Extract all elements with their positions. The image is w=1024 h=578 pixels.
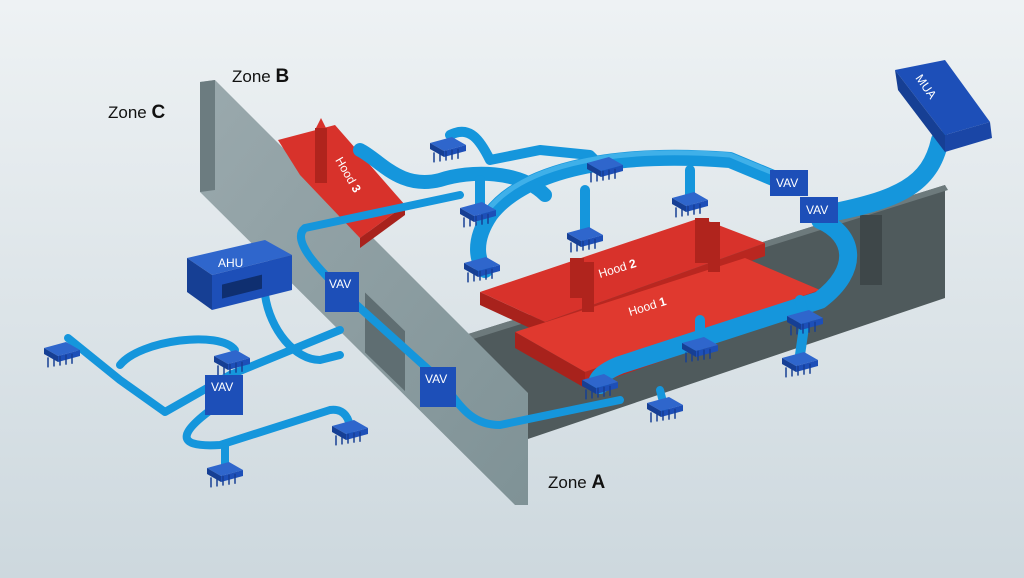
zone-a-letter: A — [591, 472, 605, 493]
zone-a-label: Zone A — [548, 472, 605, 493]
mua-unit: MUA — [895, 60, 992, 152]
diffuser-icon — [332, 420, 368, 446]
vav-label: VAV — [329, 277, 351, 291]
zone-c-prefix: Zone — [108, 103, 151, 122]
diffuser-icon — [214, 350, 250, 376]
diffuser-icon — [464, 257, 500, 283]
zone-b-label: Zone B — [232, 66, 289, 87]
diffuser-icon — [672, 192, 708, 218]
zone-c-label: Zone C — [108, 102, 165, 123]
diffuser-icon — [430, 137, 466, 163]
diffuser-icon — [582, 374, 618, 400]
hood-1-number: 1 — [657, 294, 668, 309]
vav-label: VAV — [806, 203, 828, 217]
diffuser-icon — [647, 397, 683, 423]
vav-label: VAV — [776, 176, 798, 190]
vav-box: VAV — [325, 272, 359, 312]
vav-box: VAV — [205, 375, 243, 415]
ductwork — [64, 126, 949, 474]
diffusers — [44, 137, 823, 488]
zone-a-prefix: Zone — [548, 473, 591, 492]
diffuser-icon — [44, 342, 80, 368]
hood-2-number: 2 — [627, 256, 638, 271]
vav-box: VAV — [800, 197, 838, 223]
vav-label: VAV — [425, 372, 447, 386]
diffuser-icon — [587, 157, 623, 183]
vav-box: VAV — [420, 367, 456, 407]
ahu-unit: AHU — [187, 240, 292, 310]
zone-c-letter: C — [151, 102, 165, 123]
diffuser-icon — [207, 462, 243, 488]
zone-b-letter: B — [275, 66, 289, 87]
hood-exhaust-stacks — [570, 218, 720, 312]
zone-b-prefix: Zone — [232, 67, 275, 86]
diffuser-icon — [787, 310, 823, 336]
vav-label: VAV — [211, 380, 233, 394]
diffuser-icon — [460, 202, 496, 228]
vav-box: VAV — [770, 170, 808, 196]
vav-boxes: VAV VAV VAV VAV VAV — [205, 170, 838, 415]
diffuser-icon — [782, 352, 818, 378]
diffuser-icon — [567, 227, 603, 253]
ahu-label: AHU — [218, 256, 243, 270]
diffuser-icon — [682, 337, 718, 363]
